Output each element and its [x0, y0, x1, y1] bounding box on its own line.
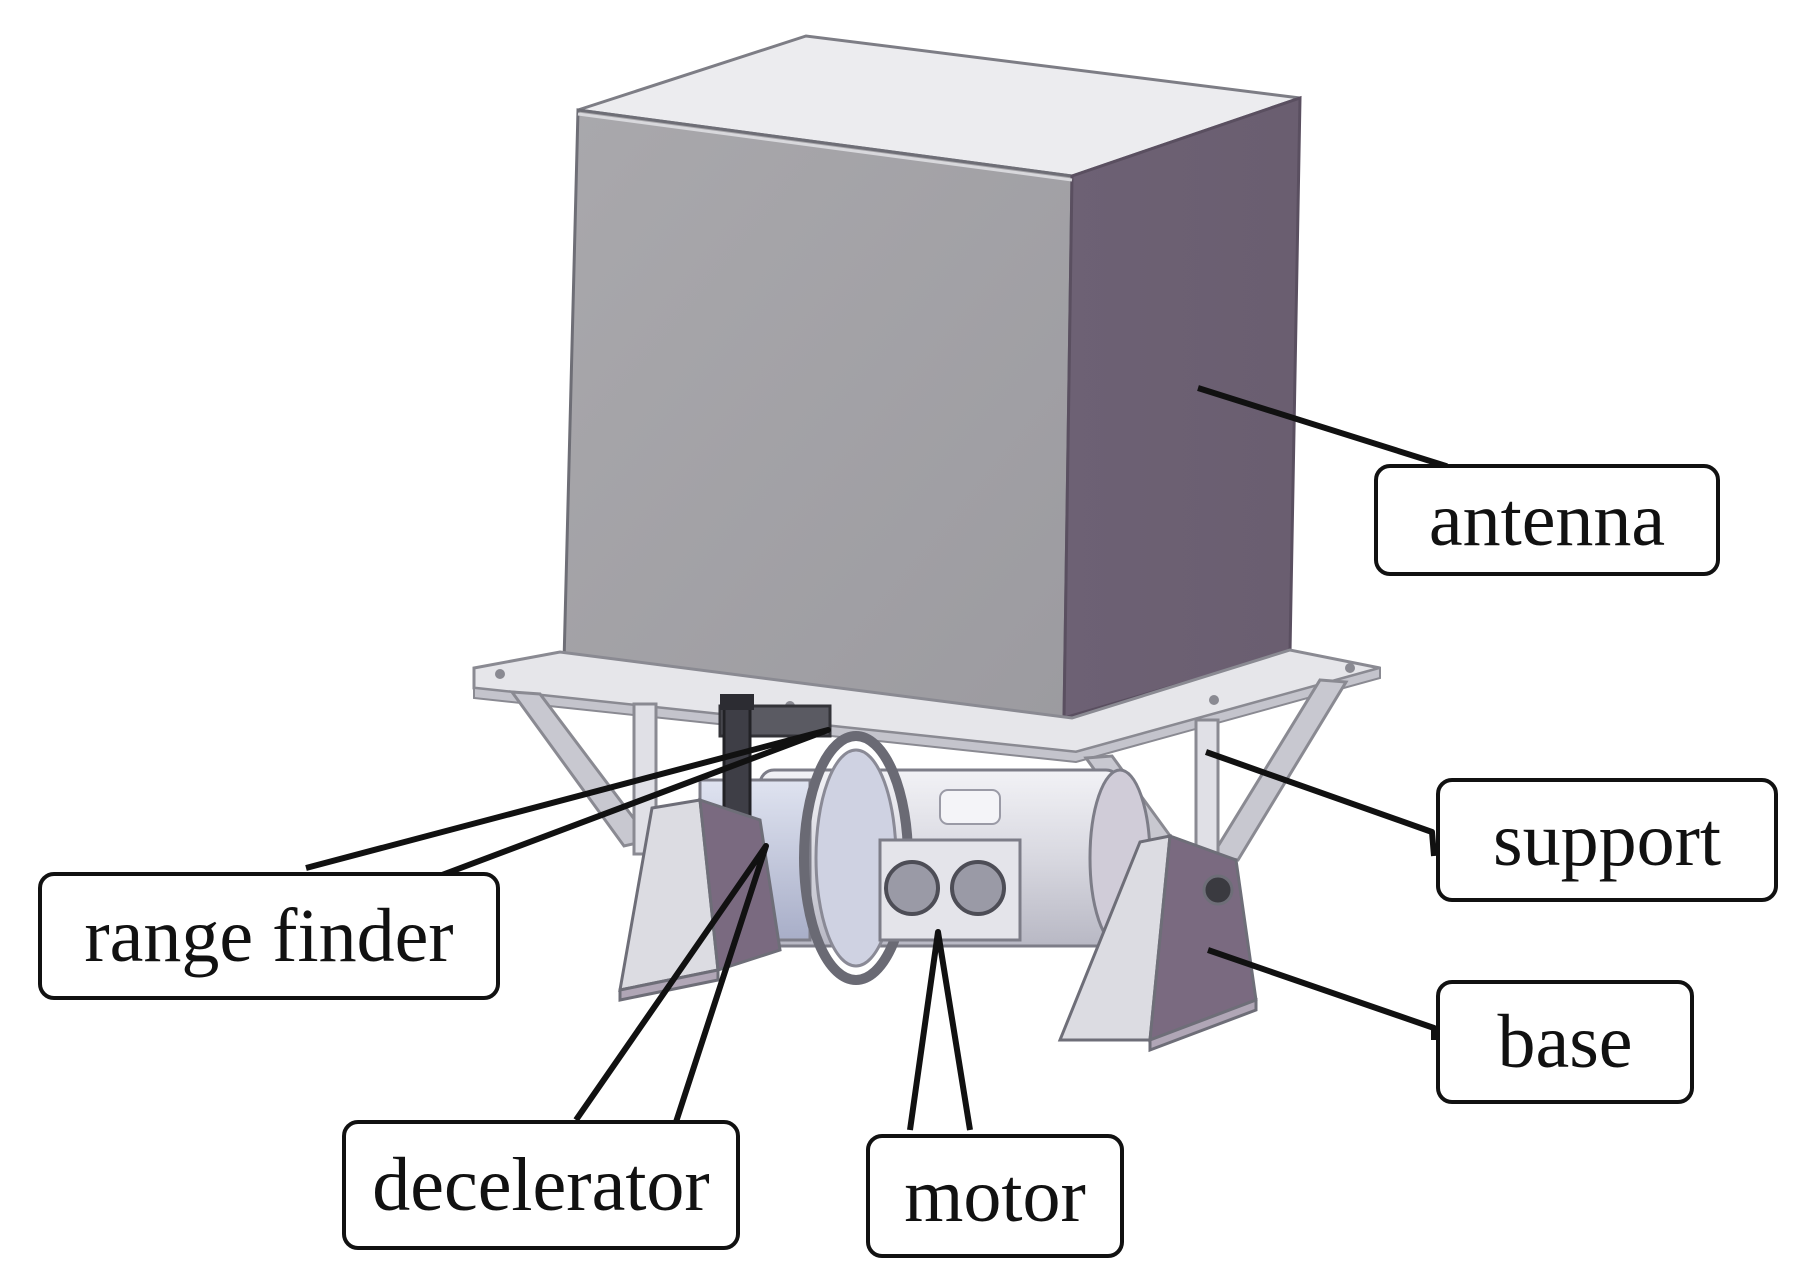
label-support: support	[1436, 778, 1778, 902]
leader-motor	[907, 929, 973, 1131]
antenna-box	[562, 34, 1302, 721]
leader-decelerator	[573, 843, 769, 1123]
leader-support	[1204, 749, 1437, 857]
label-base: base	[1436, 980, 1694, 1104]
label-motor: motor	[866, 1134, 1124, 1258]
label-antenna: antenna	[1374, 464, 1720, 576]
label-range-finder: range finder	[38, 872, 500, 1000]
leader-base	[1207, 947, 1437, 1040]
range-finder-device	[718, 694, 832, 852]
label-decelerator: decelerator	[342, 1120, 740, 1250]
base-plate	[472, 648, 1381, 764]
leader-range-finder	[305, 727, 831, 887]
antenna-front-face	[562, 108, 1074, 720]
